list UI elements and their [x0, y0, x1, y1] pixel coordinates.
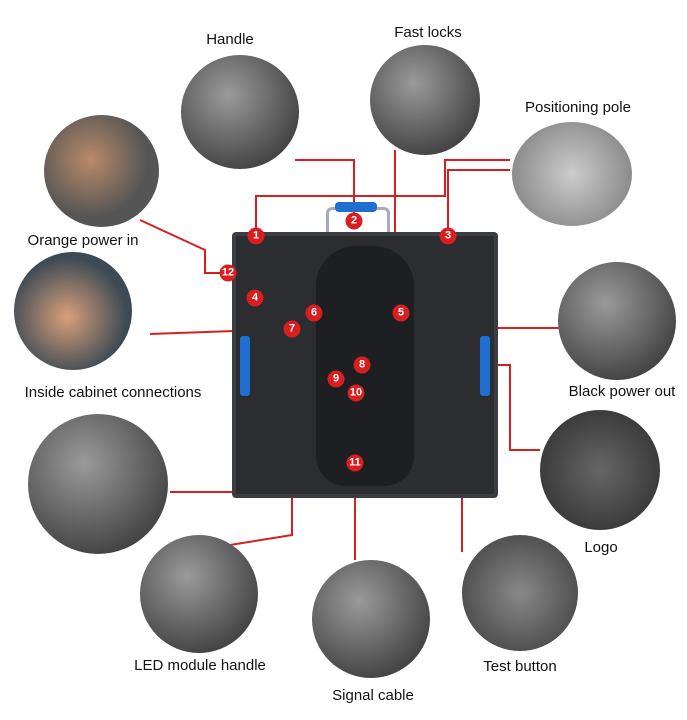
signal-cable-photo	[312, 560, 430, 678]
side-handle-right	[480, 336, 490, 396]
marker-10: 10	[347, 384, 365, 402]
inside-cabinet-wiring-photo	[28, 414, 168, 554]
marker-2: 2	[345, 212, 363, 230]
label-black-power-out: Black power out	[568, 383, 676, 400]
label-signal-cable: Signal cable	[332, 687, 414, 704]
marker-8: 8	[353, 356, 371, 374]
black-power-out-photo	[558, 262, 676, 380]
handle-photo	[181, 55, 299, 169]
orange-power-in-photo	[44, 115, 159, 227]
inside-cabinet-connections-photo	[14, 252, 132, 370]
led-module-handle-photo	[140, 535, 258, 653]
marker-1: 1	[247, 227, 265, 245]
marker-5: 5	[392, 304, 410, 322]
test-button-photo	[462, 535, 578, 651]
marker-4: 4	[246, 289, 264, 307]
label-handle: Handle	[206, 31, 254, 48]
label-logo: Logo	[584, 539, 618, 556]
label-test-button: Test button	[483, 658, 557, 675]
marker-11: 11	[346, 454, 364, 472]
logo-photo	[540, 410, 660, 530]
marker-9: 9	[327, 370, 345, 388]
side-handle-left	[240, 336, 250, 396]
marker-7: 7	[283, 320, 301, 338]
marker-3: 3	[439, 227, 457, 245]
marker-12: 12	[219, 264, 237, 282]
label-positioning-pole: Positioning pole	[525, 99, 631, 116]
positioning-pole-photo	[512, 122, 632, 226]
fast-locks-photo	[370, 45, 480, 155]
marker-6: 6	[305, 304, 323, 322]
label-inside-cabinet-connections: Inside cabinet connections	[24, 384, 202, 401]
label-orange-power-in: Orange power in	[27, 232, 139, 249]
label-fast-locks: Fast locks	[394, 24, 462, 41]
label-led-module-handle: LED module handle	[134, 657, 266, 674]
cabinet-handle	[326, 202, 390, 238]
